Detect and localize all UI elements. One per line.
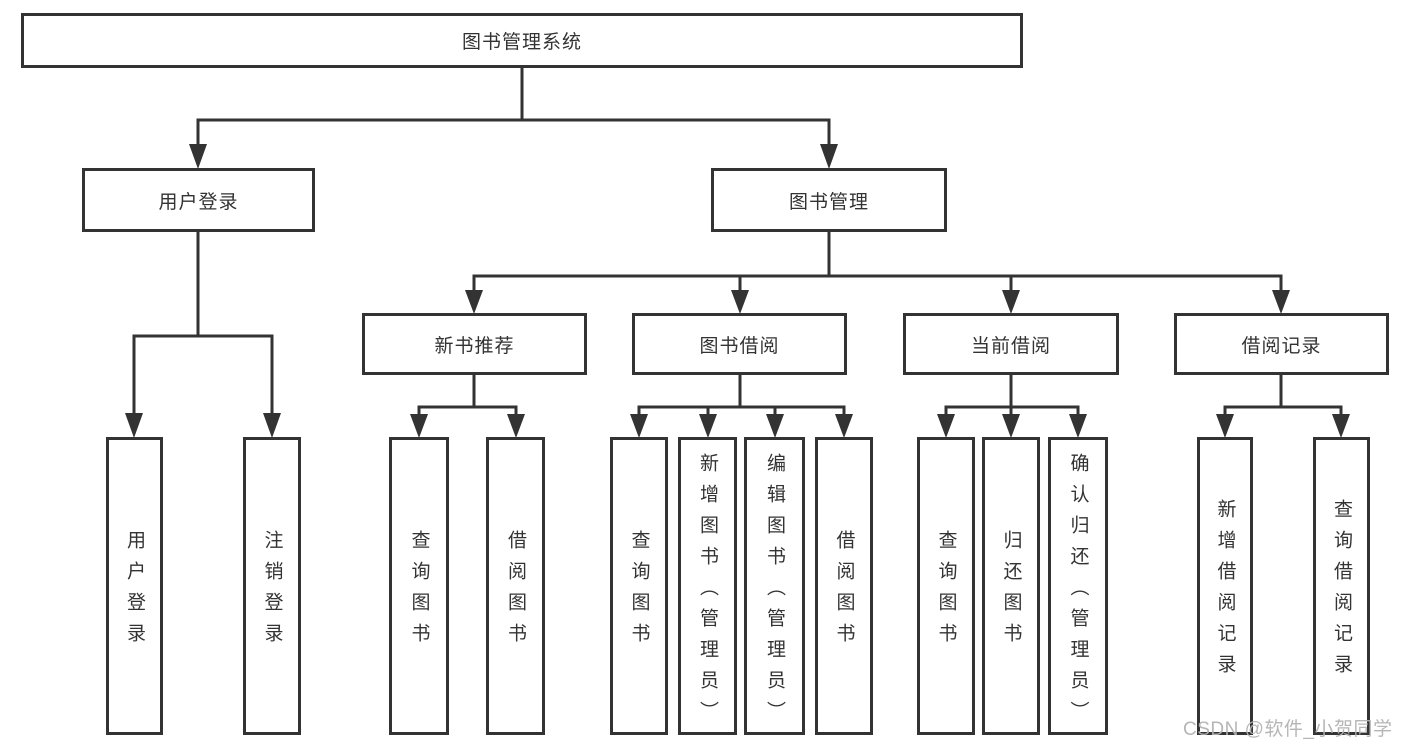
arrowhead-icon: [820, 144, 838, 169]
node-label: 新书推荐: [434, 335, 515, 357]
leaf-query-books-recommend: 查询图书: [389, 437, 449, 735]
node-borrow-records: 借阅记录: [1174, 313, 1389, 375]
connector-records-to-leaves: [1216, 374, 1350, 438]
leaf-logout: 注销登录: [243, 437, 301, 735]
node-label: 借阅图书: [833, 530, 855, 654]
leaf-add-books-admin: 新增图书（管理员）: [678, 437, 737, 735]
node-label: 借阅记录: [1241, 335, 1322, 357]
arrowhead-icon: [1332, 414, 1350, 438]
connector-mgmt-to-level3: [465, 232, 1290, 314]
node-label: 借阅图书: [505, 530, 526, 654]
node-label: 用户登录: [158, 191, 239, 213]
node-label: 图书借阅: [699, 335, 780, 357]
connector-login-to-leaves: [125, 232, 281, 438]
connector-recommend-to-leaves: [410, 374, 525, 438]
leaf-user-login: 用户登录: [106, 437, 163, 735]
node-label: 新增借阅记录: [1214, 499, 1236, 685]
arrowhead-icon: [1069, 414, 1087, 438]
csdn-watermark: CSDN @软件_小贺同学: [1183, 719, 1393, 740]
leaf-return-books: 归还图书: [982, 437, 1040, 735]
node-label: 图书管理系统: [461, 32, 582, 53]
arrowhead-icon: [263, 413, 281, 438]
arrowhead-icon: [465, 290, 483, 314]
node-current-borrow: 当前借阅: [903, 313, 1119, 375]
arrowhead-icon: [410, 414, 428, 438]
connector-root-to-level2: [189, 67, 838, 169]
arrowhead-icon: [766, 414, 784, 438]
leaf-query-books-borrow: 查询图书: [610, 437, 668, 735]
arrowhead-icon: [1002, 290, 1020, 314]
leaf-add-borrow-record: 新增借阅记录: [1197, 437, 1253, 735]
node-book-management: 图书管理: [711, 168, 947, 232]
node-label: 注销登录: [261, 530, 283, 654]
leaf-edit-books-admin: 编辑图书（管理员）: [744, 437, 805, 735]
arrowhead-icon: [937, 414, 955, 438]
arrowhead-icon: [630, 414, 648, 438]
node-label: 确认归还（管理员）: [1067, 452, 1089, 732]
arrowhead-icon: [189, 144, 207, 169]
arrowhead-icon: [835, 414, 853, 438]
node-new-book-recommend: 新书推荐: [362, 313, 587, 375]
arrowhead-icon: [1002, 414, 1020, 438]
node-label: 图书管理: [788, 191, 869, 213]
arrowhead-icon: [1216, 414, 1234, 438]
node-system-root: 图书管理系统: [21, 13, 1023, 68]
node-label: 查询图书: [628, 530, 650, 654]
leaf-query-books-current: 查询图书: [917, 437, 975, 735]
arrowhead-icon: [507, 414, 525, 438]
node-book-borrow: 图书借阅: [632, 313, 847, 375]
node-label: 新增图书（管理员）: [697, 452, 718, 732]
arrowhead-icon: [731, 290, 749, 314]
node-label: 查询图书: [408, 530, 430, 654]
node-label: 当前借阅: [970, 335, 1051, 357]
connector-current-to-leaves: [937, 374, 1087, 438]
leaf-confirm-return-admin: 确认归还（管理员）: [1048, 437, 1108, 735]
node-user-login: 用户登录: [82, 168, 315, 232]
node-label: 查询图书: [935, 530, 957, 654]
arrowhead-icon: [699, 414, 717, 438]
connector-borrow-to-leaves: [630, 374, 853, 438]
leaf-query-borrow-record: 查询借阅记录: [1313, 437, 1370, 735]
leaf-borrow-books: 借阅图书: [815, 437, 873, 735]
node-label: 编辑图书（管理员）: [764, 452, 785, 732]
node-label: 查询借阅记录: [1331, 499, 1352, 685]
arrowhead-icon: [125, 413, 143, 438]
leaf-borrow-books-recommend: 借阅图书: [486, 437, 545, 735]
arrowhead-icon: [1272, 290, 1290, 314]
node-label: 用户登录: [124, 530, 145, 654]
node-label: 归还图书: [1000, 530, 1022, 654]
